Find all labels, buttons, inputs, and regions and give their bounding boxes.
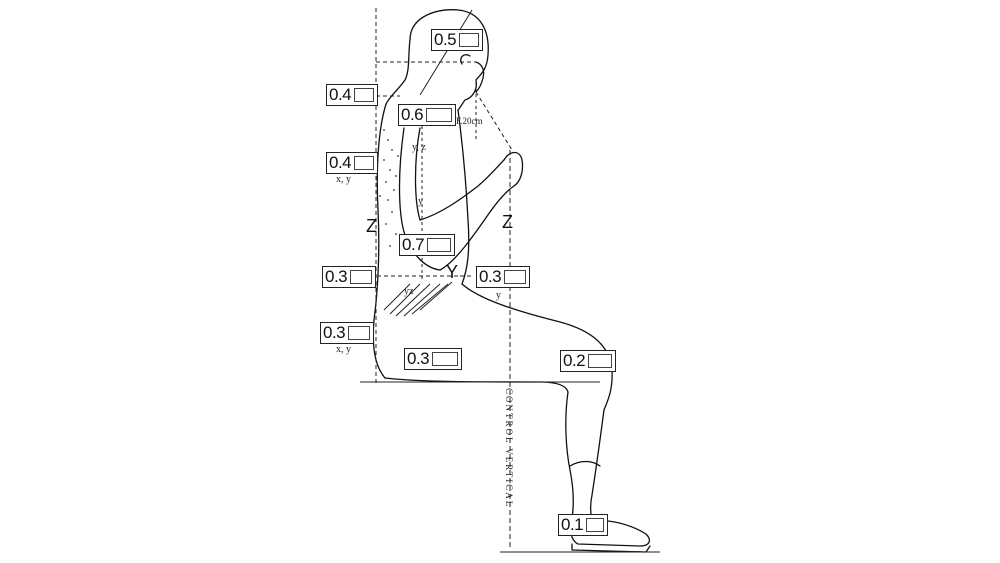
shin-front <box>589 409 605 521</box>
label-0-5: 0.5 <box>431 29 483 51</box>
label-text: 0.6 <box>401 105 424 124</box>
label-text: 0.5 <box>434 30 457 49</box>
label-0-4-mid: 0.4 <box>326 152 378 174</box>
sublabel-xy-upper: x, y <box>336 174 351 185</box>
calf-back <box>565 391 574 519</box>
face-profile <box>475 61 485 93</box>
label-text: 0.3 <box>325 267 348 286</box>
reach-annotation: F.20cm <box>456 116 483 126</box>
label-0-4-top: 0.4 <box>326 84 378 106</box>
torso-front <box>457 109 470 285</box>
sole <box>571 543 651 553</box>
label-text: 0.3 <box>479 267 502 286</box>
thigh-bottom <box>384 377 569 393</box>
head-outline <box>409 9 489 111</box>
label-text: 0.4 <box>329 85 352 104</box>
sublabel-yz-pelvis: yz <box>404 286 414 297</box>
sublabel-yz-chest: y, z <box>412 142 426 153</box>
axis-z-right: Z <box>502 212 513 232</box>
label-0-1: 0.1 <box>558 514 608 536</box>
upper-arm-back <box>398 127 441 271</box>
label-0-2: 0.2 <box>560 350 616 372</box>
ear <box>460 54 471 65</box>
axis-z-left: Z <box>366 216 377 236</box>
axis-y-center: Y <box>446 262 459 282</box>
back-outline <box>372 103 387 379</box>
sublabel-xy-lower: x, y <box>336 344 351 355</box>
label-0-7: 0.7 <box>399 234 455 256</box>
head-diagonal <box>419 9 473 96</box>
hatch-pelvis <box>383 281 453 317</box>
stipple-back <box>379 129 399 247</box>
label-text: 0.3 <box>323 323 346 342</box>
reach-line <box>475 91 513 151</box>
label-0-3-right: 0.3 <box>476 266 530 288</box>
label-text: 0.2 <box>563 351 586 370</box>
sublabel-y-chest: y <box>418 196 423 207</box>
upper-arm-front <box>414 127 421 221</box>
label-text: 0.4 <box>329 153 352 172</box>
neck-back <box>385 39 411 105</box>
sublabel-y-right: y <box>496 290 501 301</box>
thigh-top <box>461 283 613 411</box>
label-text: 0.3 <box>407 349 430 368</box>
label-0-3-seat: 0.3 <box>404 348 462 370</box>
control-vertical-label: CONTROL VERTICAL <box>504 388 514 509</box>
label-text: 0.1 <box>561 515 584 534</box>
calf-line <box>569 460 601 467</box>
forearm-upper <box>419 159 505 221</box>
label-text: 0.7 <box>402 235 425 254</box>
label-0-3-left: 0.3 <box>322 266 376 288</box>
label-0-3-lower: 0.3 <box>320 322 374 344</box>
forearm-lower <box>439 185 515 271</box>
hand <box>503 151 524 187</box>
label-0-6: 0.6 <box>398 104 456 126</box>
